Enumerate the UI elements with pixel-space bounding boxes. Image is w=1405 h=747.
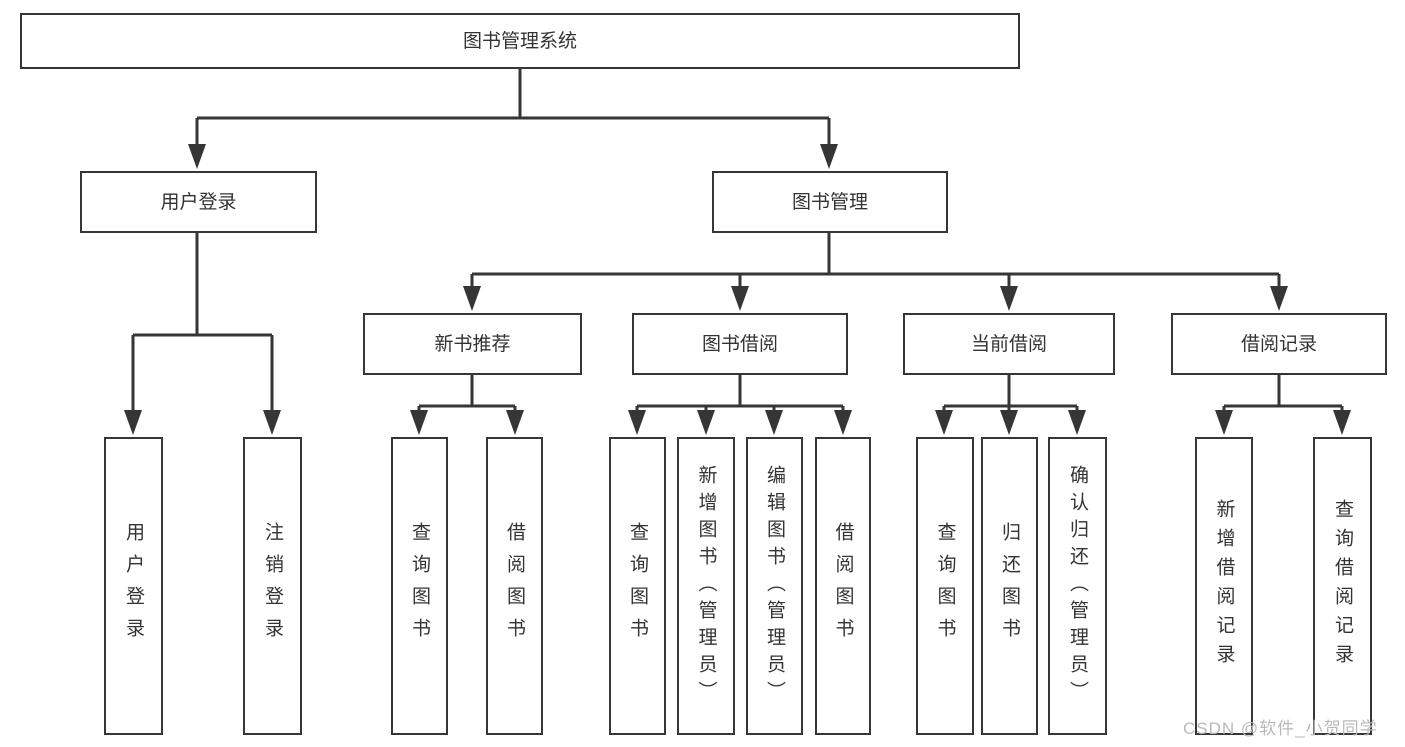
leaf-label: 查询图书 bbox=[934, 522, 956, 650]
leaf-borrow-add-books-admin: 新增图书（管理员） bbox=[677, 437, 735, 735]
node-label: 图书管理 bbox=[791, 191, 868, 213]
node-label: 图书借阅 bbox=[701, 333, 778, 355]
leaf-label: 新增图书（管理员） bbox=[695, 464, 717, 708]
leaf-records-add-record: 新增借阅记录 bbox=[1195, 437, 1253, 735]
leaf-logout: 注销登录 bbox=[243, 437, 302, 735]
node-label: 新书推荐 bbox=[434, 333, 511, 355]
leaf-newbook-query-books: 查询图书 bbox=[391, 437, 448, 735]
node-book-borrow: 图书借阅 bbox=[632, 313, 848, 375]
node-user-login: 用户登录 bbox=[80, 171, 317, 233]
node-label: 图书管理系统 bbox=[462, 30, 577, 52]
node-new-book-recommend: 新书推荐 bbox=[363, 313, 582, 375]
leaf-borrow-borrow-books: 借阅图书 bbox=[815, 437, 871, 735]
node-root: 图书管理系统 bbox=[20, 13, 1020, 69]
leaf-label: 归还图书 bbox=[999, 522, 1020, 650]
leaf-label: 编辑图书（管理员） bbox=[764, 464, 785, 708]
leaf-label: 新增借阅记录 bbox=[1213, 499, 1235, 673]
node-borrow-records: 借阅记录 bbox=[1171, 313, 1387, 375]
node-book-management: 图书管理 bbox=[712, 171, 948, 233]
leaf-current-return-books: 归还图书 bbox=[981, 437, 1038, 735]
leaf-current-query-books: 查询图书 bbox=[916, 437, 974, 735]
leaf-records-query-record: 查询借阅记录 bbox=[1313, 437, 1372, 735]
leaf-user-login: 用户登录 bbox=[104, 437, 163, 735]
leaf-label: 查询借阅记录 bbox=[1332, 499, 1353, 673]
leaf-borrow-edit-books-admin: 编辑图书（管理员） bbox=[746, 437, 803, 735]
leaf-current-confirm-return-admin: 确认归还（管理员） bbox=[1048, 437, 1107, 735]
leaf-label: 用户登录 bbox=[123, 522, 144, 650]
leaf-label: 注销登录 bbox=[262, 522, 283, 650]
leaf-newbook-borrow-books: 借阅图书 bbox=[486, 437, 543, 735]
leaf-label: 确认归还（管理员） bbox=[1067, 464, 1088, 708]
leaf-borrow-query-books: 查询图书 bbox=[609, 437, 666, 735]
leaf-label: 查询图书 bbox=[409, 522, 430, 650]
node-label: 用户登录 bbox=[160, 191, 237, 213]
leaf-label: 借阅图书 bbox=[832, 522, 854, 650]
leaf-label: 借阅图书 bbox=[504, 522, 525, 650]
node-label: 当前借阅 bbox=[970, 333, 1047, 355]
node-label: 借阅记录 bbox=[1240, 333, 1317, 355]
leaf-label: 查询图书 bbox=[627, 522, 648, 650]
node-current-borrow: 当前借阅 bbox=[903, 313, 1115, 375]
